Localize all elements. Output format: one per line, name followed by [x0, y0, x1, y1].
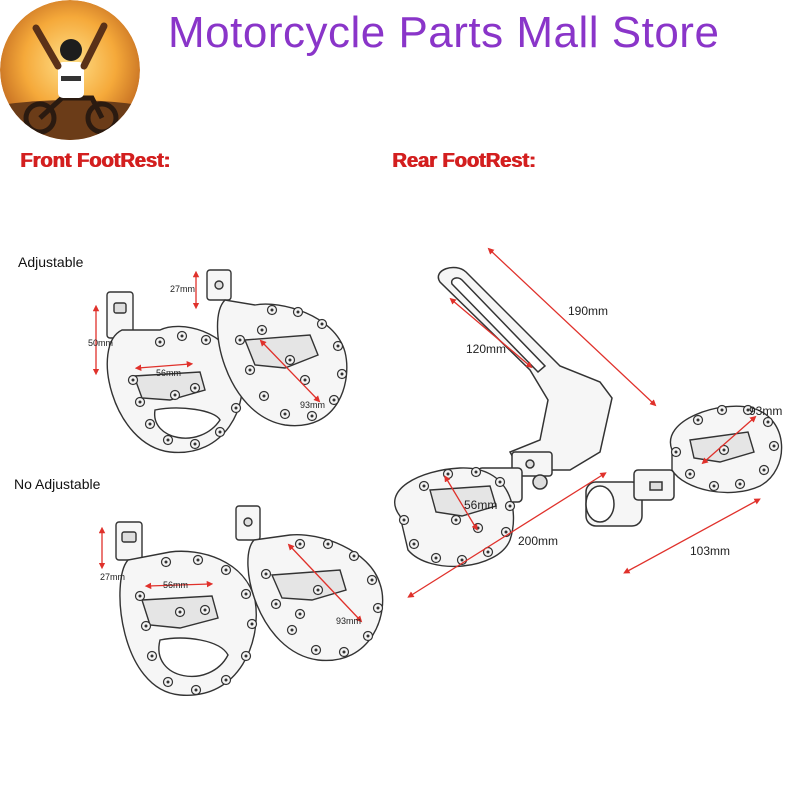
dim-rear-200: 200mm: [518, 534, 559, 548]
dim-adj-93: 93mm: [300, 400, 326, 410]
dim-rear-120: 120mm: [466, 342, 507, 356]
dim-rear-103: 103mm: [690, 544, 731, 558]
dim-noadj-56: 56mm: [163, 580, 189, 590]
front-footrest-label: Front FootRest:: [20, 150, 170, 172]
dim-rear-190: 190mm: [568, 304, 609, 318]
dim-rear-93: 93mm: [749, 404, 783, 418]
dimension-arrows: [92, 247, 761, 623]
rear-footrest-bracket: [437, 266, 613, 503]
rider-logo-icon: [0, 0, 140, 140]
store-title: Motorcycle Parts Mall Store: [168, 8, 720, 57]
front-adjustable-peg-left: [106, 291, 243, 454]
no-adjustable-label: No Adjustable: [14, 476, 101, 492]
dim-adj-50: 50mm: [88, 338, 114, 348]
dim-adj-56: 56mm: [156, 368, 182, 378]
dim-adj-27: 27mm: [170, 284, 196, 294]
rear-footrest-label: Rear FootRest:: [392, 150, 536, 172]
store-logo: [0, 0, 140, 140]
adjustable-label: Adjustable: [18, 254, 84, 270]
dim-rear-56: 56mm: [464, 498, 498, 512]
front-noadjustable-peg-left: [115, 521, 257, 696]
dim-noadj-93: 93mm: [336, 616, 362, 626]
rear-footrest-adapter: [585, 469, 675, 527]
front-noadjustable-peg-right: [235, 505, 384, 661]
dim-noadj-27: 27mm: [100, 572, 126, 582]
